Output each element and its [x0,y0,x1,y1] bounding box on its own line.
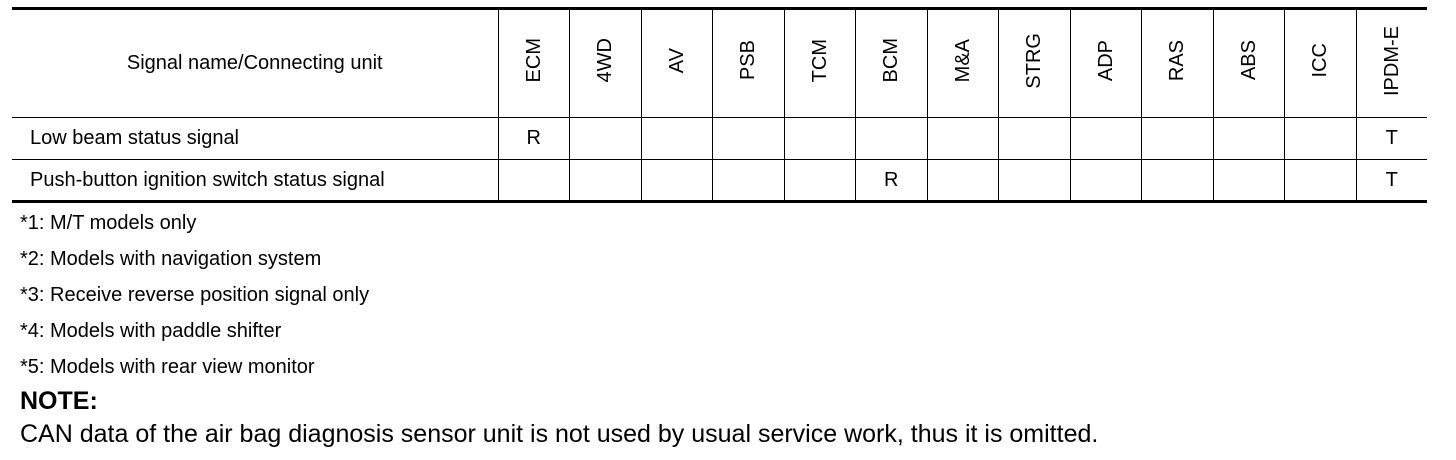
table-cell [1212,117,1285,160]
header-unit-tcm: TCM [783,7,856,118]
unit-label: BCM [880,38,903,83]
signal-name-cell: Low beam status signal [12,117,499,160]
table-cell [1284,117,1357,160]
table-cell [497,159,570,203]
footnote-3: *3: Receive reverse position signal only [20,284,370,306]
unit-label: TCM [808,38,831,83]
unit-label: AV [665,47,688,74]
table-cell [783,159,856,203]
table-cell: R [855,159,928,203]
table-cell [712,159,785,203]
header-unit-av: AV [640,7,713,118]
header-unit-ecm: ECM [497,7,570,118]
table-cell [1212,159,1285,203]
table-cell [783,117,856,160]
table-cell [640,159,713,203]
unit-label: STRG [1023,32,1046,89]
unit-label: ADP [1094,39,1117,82]
table-cell [712,117,785,160]
table-cell [569,159,642,203]
header-signal-name: Signal name/Connecting unit [12,7,499,118]
table-cell [1141,117,1214,160]
table-cell [1284,159,1357,203]
header-unit-bcm: BCM [855,7,928,118]
table-cell: R [497,117,570,160]
footnote-5: *5: Models with rear view monitor [20,356,315,378]
header-unit-adp: ADP [1069,7,1142,118]
table-cell [926,159,999,203]
table-cell [998,117,1071,160]
table-cell [855,117,928,160]
table-cell [569,117,642,160]
table-cell [998,159,1071,203]
table-cell [1141,159,1214,203]
unit-label: PSB [737,40,760,81]
header-unit-strg: STRG [998,7,1071,118]
unit-label: ICC [1309,43,1332,78]
unit-label: ECM [522,38,545,83]
header-row: Signal name/Connecting unit ECM 4WD AV P… [12,7,1427,118]
unit-label: M&A [951,38,974,83]
header-unit-abs: ABS [1212,7,1285,118]
table-cell [926,117,999,160]
can-communication-table: Signal name/Connecting unit ECM 4WD AV P… [12,7,1427,203]
table-row: Push-button ignition switch status signa… [12,159,1427,203]
footnote-1: *1: M/T models only [20,212,197,234]
table-row: Low beam status signal R T [12,117,1427,160]
header-unit-ipdm-e: IPDM-E [1355,7,1427,118]
header-unit-psb: PSB [712,7,785,118]
table-cell [640,117,713,160]
footnotes: *1: M/T models only *2: Models with navi… [20,209,369,389]
table-cell: T [1355,159,1427,203]
table-cell: T [1355,117,1427,160]
table-cell [1069,159,1142,203]
unit-label: IPDM-E [1380,25,1403,96]
unit-label: 4WD [594,38,617,83]
unit-label: RAS [1166,39,1189,82]
note-title: NOTE: [20,387,98,415]
note-text: CAN data of the air bag diagnosis sensor… [20,420,1099,448]
signal-name-cell: Push-button ignition switch status signa… [12,159,499,203]
footnote-4: *4: Models with paddle shifter [20,320,282,342]
header-unit-ras: RAS [1141,7,1214,118]
header-unit-ma: M&A [926,7,999,118]
header-unit-4wd: 4WD [569,7,642,118]
unit-label: ABS [1237,40,1260,81]
footnote-2: *2: Models with navigation system [20,248,322,270]
header-unit-icc: ICC [1284,7,1357,118]
table-cell [1069,117,1142,160]
